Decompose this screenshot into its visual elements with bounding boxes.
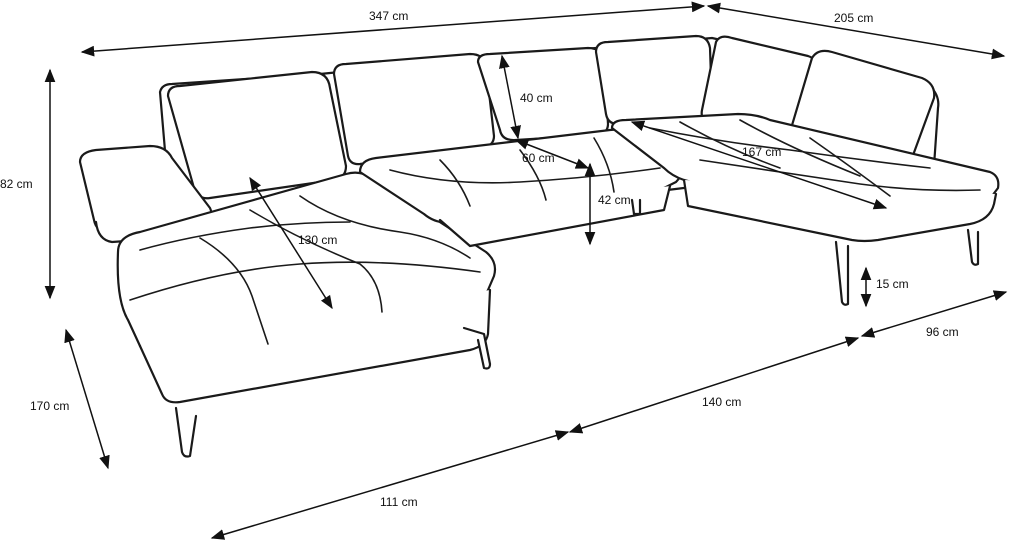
label-right-depth: 205 cm bbox=[834, 11, 873, 25]
leg-right-front bbox=[834, 240, 850, 306]
label-front-right: 96 cm bbox=[926, 325, 959, 339]
dim-line-seat-depth bbox=[514, 139, 590, 169]
dim-line-total-width bbox=[80, 1, 706, 57]
label-height: 82 cm bbox=[0, 177, 33, 191]
dim-line-front-middle bbox=[568, 336, 860, 434]
dim-line-front-right bbox=[860, 290, 1008, 338]
label-left-depth: 170 cm bbox=[30, 399, 69, 413]
dimension-labels: 347 cm 205 cm 82 cm 40 cm 60 cm 42 cm 13… bbox=[0, 9, 959, 509]
dim-line-cushion-height bbox=[499, 54, 521, 140]
leg-left-front bbox=[174, 406, 198, 458]
label-left-chaise: 130 cm bbox=[298, 233, 337, 247]
left-chaise-base bbox=[138, 288, 492, 404]
leg-right-back bbox=[966, 228, 980, 266]
leg-middle bbox=[630, 198, 642, 216]
label-leg-height: 15 cm bbox=[876, 277, 909, 291]
dim-line-front-left bbox=[210, 430, 570, 540]
dim-line-left-chaise bbox=[249, 176, 333, 310]
dim-line-right-depth bbox=[706, 2, 1006, 60]
dim-line-right-chaise bbox=[630, 120, 888, 210]
leg-left-back bbox=[462, 326, 492, 370]
label-cushion-height: 40 cm bbox=[520, 91, 553, 105]
label-right-chaise: 167 cm bbox=[742, 145, 781, 159]
dim-line-left-depth bbox=[64, 328, 110, 470]
label-seat-height: 42 cm bbox=[598, 193, 631, 207]
back-cushion-4 bbox=[594, 34, 714, 126]
back-cushion-1 bbox=[166, 70, 348, 200]
dimension-lines bbox=[44, 1, 1008, 540]
label-total-width: 347 cm bbox=[369, 9, 408, 23]
back-cushion-2 bbox=[332, 52, 496, 166]
label-front-left: 111 cm bbox=[380, 495, 418, 509]
label-front-middle: 140 cm bbox=[702, 395, 741, 409]
label-seat-depth: 60 cm bbox=[522, 151, 555, 165]
